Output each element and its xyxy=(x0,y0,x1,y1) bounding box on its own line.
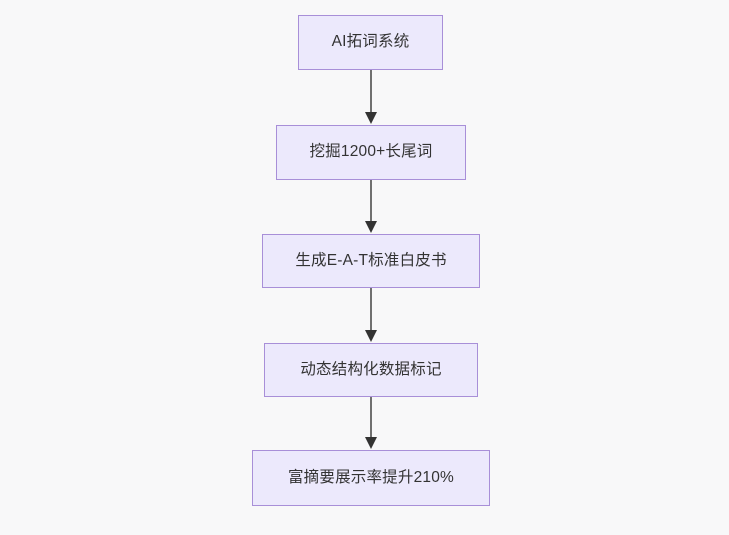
arrowhead-icon xyxy=(365,112,377,124)
flow-edge-n2-n3 xyxy=(363,180,379,234)
flow-node-n4[interactable]: 动态结构化数据标记 xyxy=(264,343,478,397)
flow-node-n2[interactable]: 挖掘1200+长尾词 xyxy=(276,125,466,180)
flow-edge-n1-n2 xyxy=(363,70,379,125)
flow-node-label: 挖掘1200+长尾词 xyxy=(309,143,433,161)
flow-edge-n3-n4 xyxy=(363,288,379,343)
flow-node-n1[interactable]: AI拓词系统 xyxy=(298,15,443,70)
flow-node-label: 动态结构化数据标记 xyxy=(300,360,442,378)
flow-node-label: AI拓词系统 xyxy=(331,33,410,51)
flow-node-n5[interactable]: 富摘要展示率提升210% xyxy=(252,450,490,506)
arrowhead-icon xyxy=(365,437,377,449)
arrowhead-icon xyxy=(365,330,377,342)
flow-node-label: 富摘要展示率提升210% xyxy=(287,468,455,486)
arrowhead-icon xyxy=(365,221,377,233)
flow-node-label: 生成E-A-T标准白皮书 xyxy=(295,251,447,269)
flow-edge-n4-n5 xyxy=(363,397,379,450)
flow-node-n3[interactable]: 生成E-A-T标准白皮书 xyxy=(262,234,480,288)
